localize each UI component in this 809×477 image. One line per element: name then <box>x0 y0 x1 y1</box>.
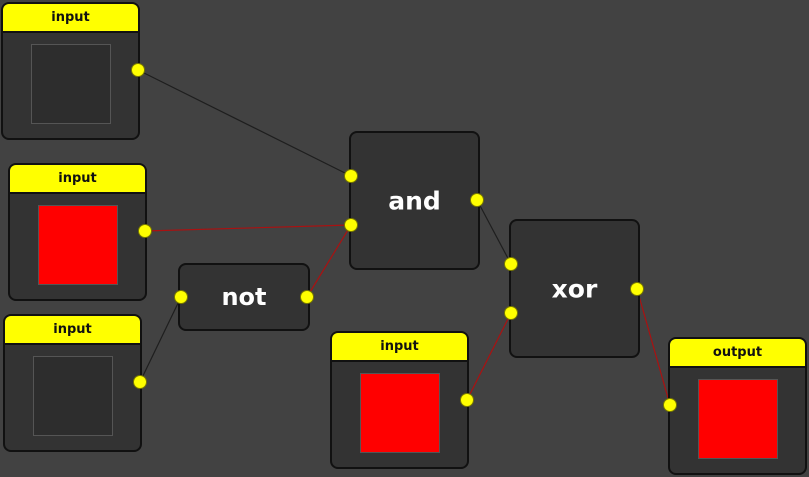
input-node-2-state-toggle[interactable] <box>38 205 118 285</box>
xor-gate-input-port-1[interactable] <box>505 258 517 270</box>
input-node-2-output-port[interactable] <box>139 225 151 237</box>
input-node-3-header: input <box>5 316 140 345</box>
wire-input2-to-and[interactable] <box>144 224 352 232</box>
not-gate-output-port[interactable] <box>301 291 313 303</box>
wire-xor-to-output[interactable] <box>636 288 671 406</box>
wire-input4-to-xor[interactable] <box>466 312 512 401</box>
xor-gate-input-port-2[interactable] <box>505 307 517 319</box>
input-node-3-output-port[interactable] <box>134 376 146 388</box>
output-node-state-display <box>698 379 778 459</box>
input-node-2-header: input <box>10 165 145 194</box>
not-gate-label: not <box>221 283 267 311</box>
input-node-3[interactable]: input <box>3 314 142 452</box>
and-gate-input-port-1[interactable] <box>345 170 357 182</box>
output-node-input-port[interactable] <box>664 399 676 411</box>
xor-gate-node[interactable]: xor <box>509 219 640 358</box>
and-gate-node[interactable]: and <box>349 131 480 270</box>
input-node-4-output-port[interactable] <box>461 394 473 406</box>
wire-input1-to-and[interactable] <box>137 69 352 177</box>
wire-input3-to-not[interactable] <box>139 296 182 383</box>
input-node-3-state-toggle[interactable] <box>33 356 113 436</box>
and-gate-input-port-2[interactable] <box>345 219 357 231</box>
and-gate-output-port[interactable] <box>471 194 483 206</box>
xor-gate-label: xor <box>551 274 598 303</box>
wire-and-to-xor[interactable] <box>476 199 512 265</box>
not-gate-node[interactable]: not <box>178 263 310 331</box>
input-node-4[interactable]: input <box>330 331 469 469</box>
xor-gate-output-port[interactable] <box>631 283 643 295</box>
not-gate-input-port[interactable] <box>175 291 187 303</box>
wire-not-to-and[interactable] <box>306 224 352 298</box>
and-gate-label: and <box>388 186 441 215</box>
input-node-1[interactable]: input <box>1 2 140 140</box>
input-node-2[interactable]: input <box>8 163 147 301</box>
output-node-header: output <box>670 339 805 368</box>
output-node[interactable]: output <box>668 337 807 475</box>
input-node-1-header: input <box>3 4 138 33</box>
input-node-1-output-port[interactable] <box>132 64 144 76</box>
input-node-4-header: input <box>332 333 467 362</box>
input-node-4-state-toggle[interactable] <box>360 373 440 453</box>
input-node-1-state-toggle[interactable] <box>31 44 111 124</box>
